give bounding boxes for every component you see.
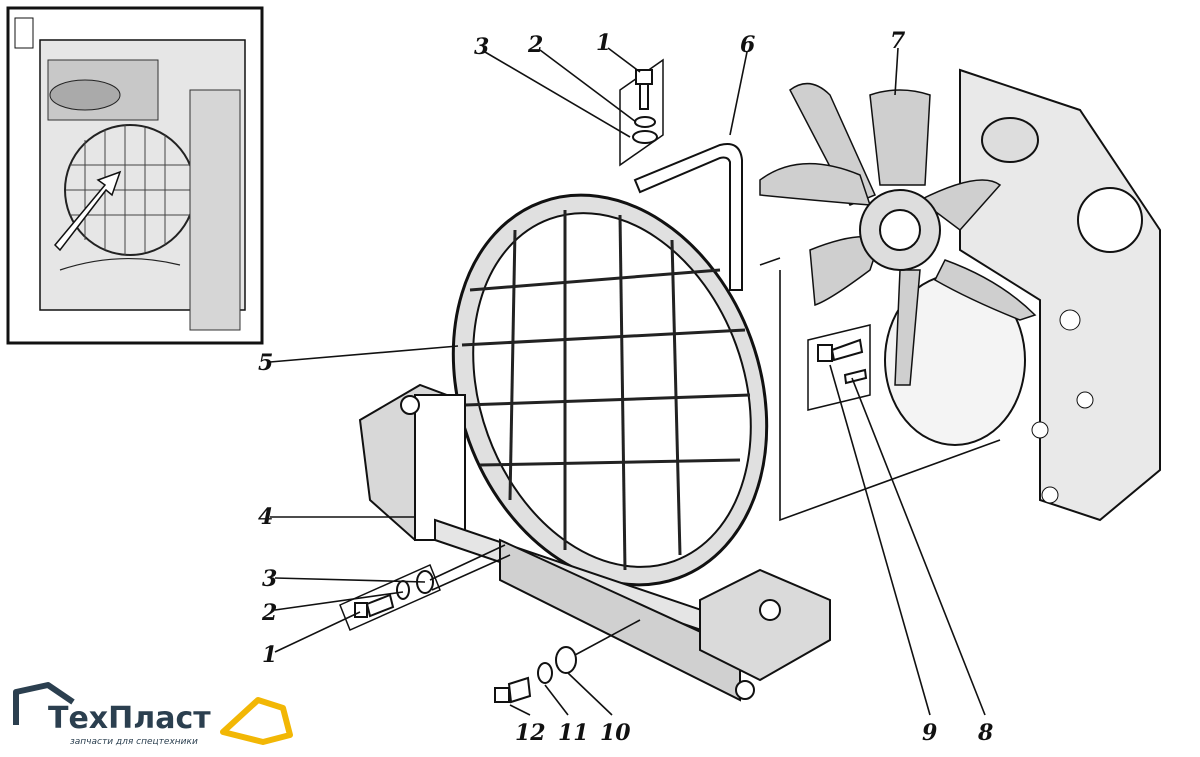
fan <box>759 82 1037 386</box>
label-10: 10 <box>600 720 631 746</box>
excavator-bucket-icon <box>220 697 293 745</box>
label-12: 12 <box>515 720 546 746</box>
top-fastener-group <box>619 58 664 167</box>
support-frame <box>358 383 831 702</box>
logo-name: ТехПласт <box>48 701 211 736</box>
label-4: 4 <box>258 504 273 530</box>
label-8: 8 <box>977 720 993 746</box>
bolt-9-group <box>807 324 871 411</box>
label-3-left: 3 <box>262 566 277 592</box>
inset-view <box>6 6 264 345</box>
label-11: 11 <box>558 720 589 746</box>
bottom-fastener-group <box>494 619 641 704</box>
logo-tagline: запчасти для спецтехники <box>70 737 198 747</box>
label-7: 7 <box>890 28 906 54</box>
label-5: 5 <box>258 350 273 376</box>
label-6: 6 <box>740 32 755 58</box>
label-1-left: 1 <box>262 642 277 668</box>
label-9: 9 <box>922 720 937 746</box>
label-2-left: 2 <box>261 600 277 626</box>
label-3-top: 3 <box>474 34 489 60</box>
engine-block <box>759 68 1161 522</box>
label-2-top: 2 <box>527 32 543 58</box>
label-1-top: 1 <box>596 30 611 56</box>
bracket <box>633 143 743 291</box>
excavator-arm-icon <box>13 682 75 725</box>
leader-lines <box>269 47 986 716</box>
fan-shroud <box>451 193 769 587</box>
brand-logo: ТехПласт запчасти для спецтехники <box>13 682 293 747</box>
callout-labels: 1 2 3 1 2 3 4 5 6 7 8 9 10 11 12 <box>258 28 993 746</box>
